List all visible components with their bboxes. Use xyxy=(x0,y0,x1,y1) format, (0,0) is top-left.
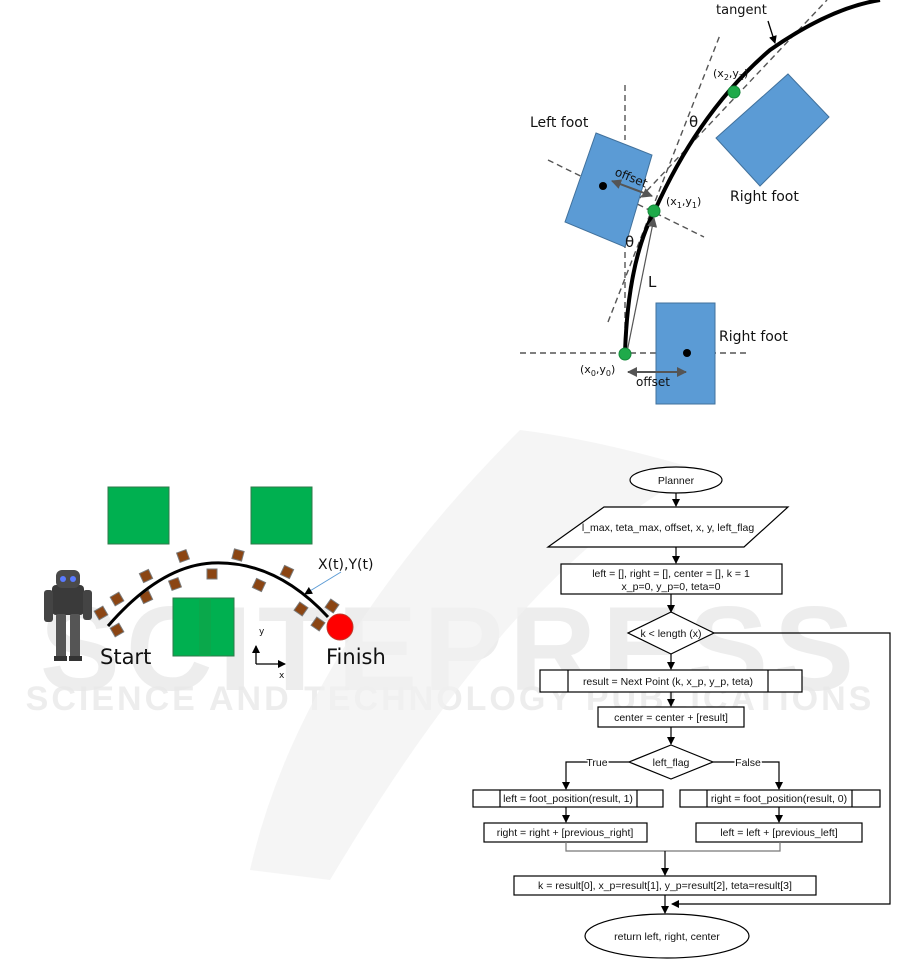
finish-goal-marker xyxy=(326,613,354,641)
footstep xyxy=(175,548,191,564)
point-p0-label: (x0,y0) xyxy=(580,363,615,378)
curve-label: X(t),Y(t) xyxy=(318,557,373,573)
obstacle-top-right xyxy=(250,486,313,545)
normal-line-p1 xyxy=(547,159,705,238)
footstep xyxy=(310,616,326,632)
start-label: Start xyxy=(100,645,151,669)
flowchart-text: Planner l_max, teta_max, offset, x, y, l… xyxy=(497,475,847,943)
footstep xyxy=(93,605,109,621)
footstep xyxy=(251,577,267,593)
right-foot-upper-label: Right foot xyxy=(730,189,799,205)
tangent-label: tangent xyxy=(716,3,767,18)
point-p2-label: (x2,y2) xyxy=(713,67,748,82)
flow-right-foot-box xyxy=(679,789,881,808)
point-p1 xyxy=(647,204,661,218)
point-p1-label: (x1,y1) xyxy=(666,195,701,210)
finish-label: Finish xyxy=(326,645,386,669)
theta-label-upper: θ xyxy=(689,113,698,131)
flow-branch-decision xyxy=(627,744,715,780)
footstep-geometry-diagram: tangent Left foot Right foot Right foot … xyxy=(520,0,881,405)
footstep xyxy=(138,568,154,584)
footsteps xyxy=(93,548,340,638)
curve-label-pointer xyxy=(304,571,342,595)
offset-arrow-upper xyxy=(611,179,653,198)
flow-init-text-1: left = [], right = [], center = [], k = … xyxy=(592,568,750,580)
flow-left-foot-text: left = foot_position(result, 1) xyxy=(503,793,633,805)
tangent-line-p2 xyxy=(639,0,828,199)
flow-loop-text: k < length (x) xyxy=(641,628,702,640)
flow-left-foot-box xyxy=(472,789,664,808)
right-foot-lower-label: Right foot xyxy=(719,329,788,345)
left-foot xyxy=(564,132,653,248)
footstep xyxy=(231,548,245,562)
flow-init-box xyxy=(560,563,783,595)
step-length-vector xyxy=(626,217,658,353)
footstep xyxy=(109,591,125,607)
flow-right-prev-text: right = right + [previous_right] xyxy=(497,827,634,839)
footstep xyxy=(293,601,309,617)
length-label: L xyxy=(648,273,657,291)
flow-false-label: False xyxy=(735,757,761,769)
flow-branch-text: left_flag xyxy=(653,757,690,769)
flow-update-text: k = result[0], x_p=result[1], y_p=result… xyxy=(538,880,792,892)
footstep xyxy=(109,622,125,638)
path-scene-diagram: Start Finish X(t),Y(t) x y xyxy=(44,486,386,681)
axis-x-label: x xyxy=(279,671,285,681)
point-p2 xyxy=(727,85,741,99)
footstep xyxy=(324,598,340,614)
right-foot-upper xyxy=(715,73,830,187)
flow-next-point-text: result = Next Point (k, x_p, y_p, teta) xyxy=(583,676,753,688)
flow-end-text: return left, right, center xyxy=(614,931,720,943)
left-foot-label: Left foot xyxy=(530,115,589,131)
robot-figure xyxy=(44,570,92,661)
flow-end-terminal xyxy=(584,913,750,959)
right-foot-center xyxy=(683,349,691,357)
obstacle-bottom-stripe xyxy=(199,598,211,656)
flow-start-text: Planner xyxy=(658,475,695,487)
point-p0 xyxy=(618,347,632,361)
tangent-pointer-arrow xyxy=(767,20,777,44)
left-foot-center xyxy=(599,182,607,190)
footstep xyxy=(167,576,183,592)
planned-path-curve xyxy=(106,561,330,627)
offset-label-lower: offset xyxy=(636,375,670,389)
flow-true-label: True xyxy=(586,757,607,769)
trajectory-curve xyxy=(623,0,881,354)
flow-left-prev-box xyxy=(695,822,863,843)
tangent-line-p0 xyxy=(607,34,721,323)
footstep xyxy=(206,568,218,580)
flow-input-box xyxy=(546,506,790,548)
theta-label-lower: θ xyxy=(625,233,634,251)
flow-left-prev-text: left = left + [previous_left] xyxy=(720,827,837,839)
planner-flowchart xyxy=(472,466,891,959)
flow-input-text: l_max, teta_max, offset, x, y, left_flag xyxy=(582,522,755,534)
flow-right-foot-text: right = foot_position(result, 0) xyxy=(711,793,847,805)
flow-center-update-text: center = center + [result] xyxy=(614,712,728,724)
axis-y-label: y xyxy=(259,627,265,637)
flow-init-text-2: x_p=0, y_p=0, teta=0 xyxy=(622,581,721,593)
obstacle-top-left xyxy=(107,486,170,545)
footstep xyxy=(279,564,295,580)
